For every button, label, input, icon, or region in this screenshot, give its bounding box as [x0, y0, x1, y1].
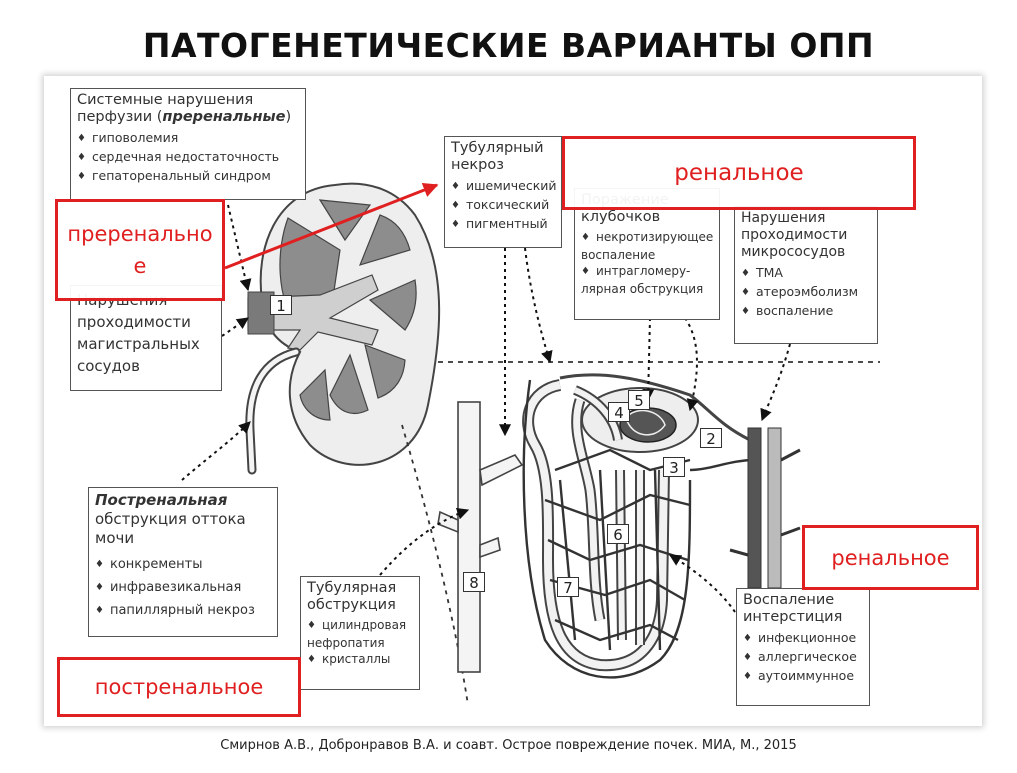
pointer-arrows: [181, 204, 791, 613]
label-renal-right: ренальное: [802, 525, 979, 590]
label-renal-top: ренальное: [562, 136, 916, 210]
list-item: гиповолемия: [77, 129, 299, 148]
label-text: ренальное: [831, 545, 950, 570]
box-postrenal-obstruction: Постренальная обструкция оттока мочи кон…: [88, 487, 278, 637]
ureter: [245, 347, 301, 475]
source-caption: Смирнов А.В., Добронравов В.А. и соавт. …: [220, 738, 797, 753]
marker-7: 7: [557, 577, 579, 597]
heading: Тубулярный некроз: [451, 140, 544, 173]
heading: Воспаление интерстиция: [743, 592, 843, 625]
heading: Нарушения проходимости магистральных сос…: [77, 291, 200, 375]
heading-emphasis: Постренальная: [95, 491, 228, 509]
list-item: воспаление: [741, 302, 871, 321]
marker-8: 8: [463, 572, 485, 592]
box-microvessel-patency: Нарушения проходимости микрососудов ТМА …: [734, 206, 878, 344]
list-item: атероэмболизм: [741, 283, 871, 302]
list-item: инфекционное: [743, 629, 863, 648]
label-text: ренальное: [674, 160, 804, 186]
list-item: некротизирующее воспаление: [581, 229, 713, 263]
heading: обструкция оттока мочи: [95, 510, 246, 547]
heading: ): [285, 109, 292, 125]
list-item: гепаторенальный синдром: [77, 167, 299, 186]
list-item: ТМА: [741, 264, 871, 283]
box-tubular-necrosis: Тубулярный некроз ишемический токсически…: [444, 136, 562, 248]
marker-6: 6: [607, 524, 629, 544]
list-item: сердечная недостаточность: [77, 148, 299, 167]
slide-title: ПАТОГЕНЕТИЧЕСКИЕ ВАРИАНТЫ ОПП: [142, 26, 875, 65]
list-item: кристаллы: [307, 651, 413, 669]
list-item: ишемический: [451, 177, 557, 196]
kidney-shape: [247, 182, 441, 466]
prerenal-red-arrow: [224, 182, 439, 270]
renal-vessels: [729, 427, 801, 589]
heading: Нарушения проходимости микрососудов: [741, 210, 848, 260]
box-major-vessels: Нарушения проходимости магистральных сос…: [70, 285, 222, 391]
label-prerenal: преренальное: [55, 199, 225, 301]
marker-4: 4: [608, 402, 630, 422]
label-text: постренальное: [94, 675, 264, 699]
heading: перфузии (: [77, 109, 163, 125]
box-interstitial-inflammation: Воспаление интерстиция инфекционное алле…: [736, 588, 870, 706]
label-text: преренальное: [67, 222, 213, 278]
list-item: пигментный: [451, 215, 555, 234]
list-item: аллергическое: [743, 648, 863, 667]
list-item: папиллярный некроз: [95, 600, 271, 623]
label-postrenal: постренальное: [57, 657, 301, 717]
list-item: инфравезикальная: [95, 577, 271, 600]
marker-1: 1: [270, 295, 292, 315]
list-item: цилиндровая нефропатия: [307, 617, 413, 651]
list-item: конкременты: [95, 554, 271, 577]
box-prerenal-perfusion: Системные нарушения перфузии (преренальн…: [70, 88, 306, 200]
collecting-duct: [437, 401, 524, 673]
heading: Системные нарушения: [77, 92, 254, 108]
list-item: токсический: [451, 196, 555, 215]
marker-3: 3: [663, 457, 685, 477]
heading: Тубулярная обструкция: [307, 580, 397, 613]
marker-5: 5: [628, 390, 650, 410]
marker-2: 2: [700, 428, 722, 448]
heading-emphasis: преренальные: [162, 109, 286, 125]
list-item: интрагломеру-лярная обструкция: [581, 263, 713, 297]
box-tubular-obstruction: Тубулярная обструкция цилиндровая нефроп…: [300, 576, 420, 690]
list-item: аутоиммунное: [743, 667, 863, 686]
